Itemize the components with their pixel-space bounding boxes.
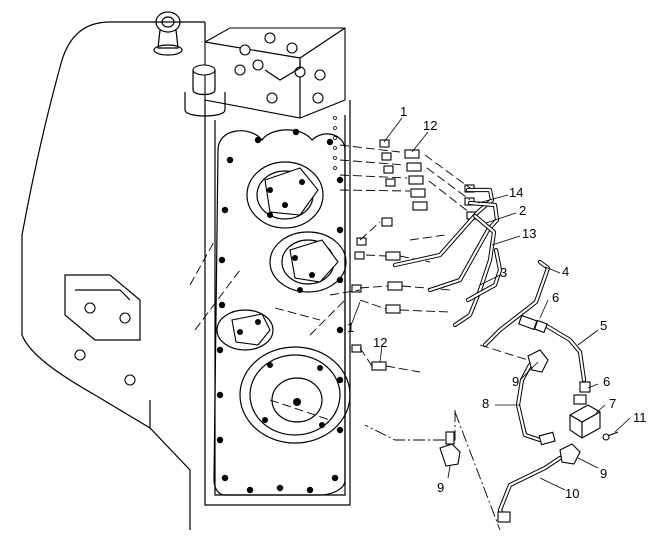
fitting-12-upper-column	[404, 149, 428, 211]
callout-9-right: 9	[600, 466, 607, 481]
callout-1-upper: 1	[400, 104, 407, 119]
transmission-housing	[21, 11, 351, 530]
callout-2: 2	[519, 203, 526, 218]
elbow-9-left	[439, 431, 461, 467]
alignment-lines	[189, 144, 529, 531]
fitting-1-upper-column	[379, 139, 396, 187]
callout-14: 14	[509, 185, 523, 200]
callout-10: 10	[565, 486, 579, 501]
callout-12-lower: 12	[373, 335, 387, 350]
callout-8: 8	[482, 396, 489, 411]
bolt-11	[602, 431, 619, 441]
output-flange	[239, 346, 351, 444]
callout-11: 11	[633, 410, 647, 425]
lower-left-hub	[216, 309, 274, 351]
mounting-bracket	[64, 274, 151, 428]
breather-cap	[184, 64, 226, 117]
callout-6-upper: 6	[552, 290, 559, 305]
callout-5: 5	[600, 318, 607, 333]
callout-12-upper: 12	[423, 118, 437, 133]
elbow-9-right	[559, 443, 581, 465]
callout-9-upper: 9	[512, 374, 519, 389]
cover-bolts	[216, 128, 344, 494]
callout-7: 7	[609, 396, 616, 411]
middle-hub	[269, 231, 347, 293]
callout-6-lower: 6	[603, 374, 610, 389]
callout-13: 13	[522, 226, 536, 241]
lifting-eye	[153, 11, 183, 56]
fitting-6-lower	[579, 381, 591, 393]
tee-block-7	[569, 394, 601, 439]
pipes	[392, 187, 587, 523]
side-ports	[333, 116, 337, 170]
leader-lines	[349, 117, 631, 491]
top-cover-bolts	[234, 32, 326, 104]
fitting-8-end	[538, 431, 556, 446]
callout-3: 3	[500, 265, 507, 280]
fitting-10-end	[497, 511, 511, 523]
fitting-6-upper	[518, 314, 548, 334]
callout-1-lower: 1	[347, 320, 354, 335]
lower-assembly	[439, 314, 619, 523]
callout-9-left: 9	[437, 480, 444, 495]
callout-4: 4	[562, 264, 569, 279]
callout-labels: 1 12 14 2 13 3 4 6 5 1 12 9 6 7 8 11 9 1…	[347, 104, 647, 501]
upper-hub	[246, 161, 324, 229]
